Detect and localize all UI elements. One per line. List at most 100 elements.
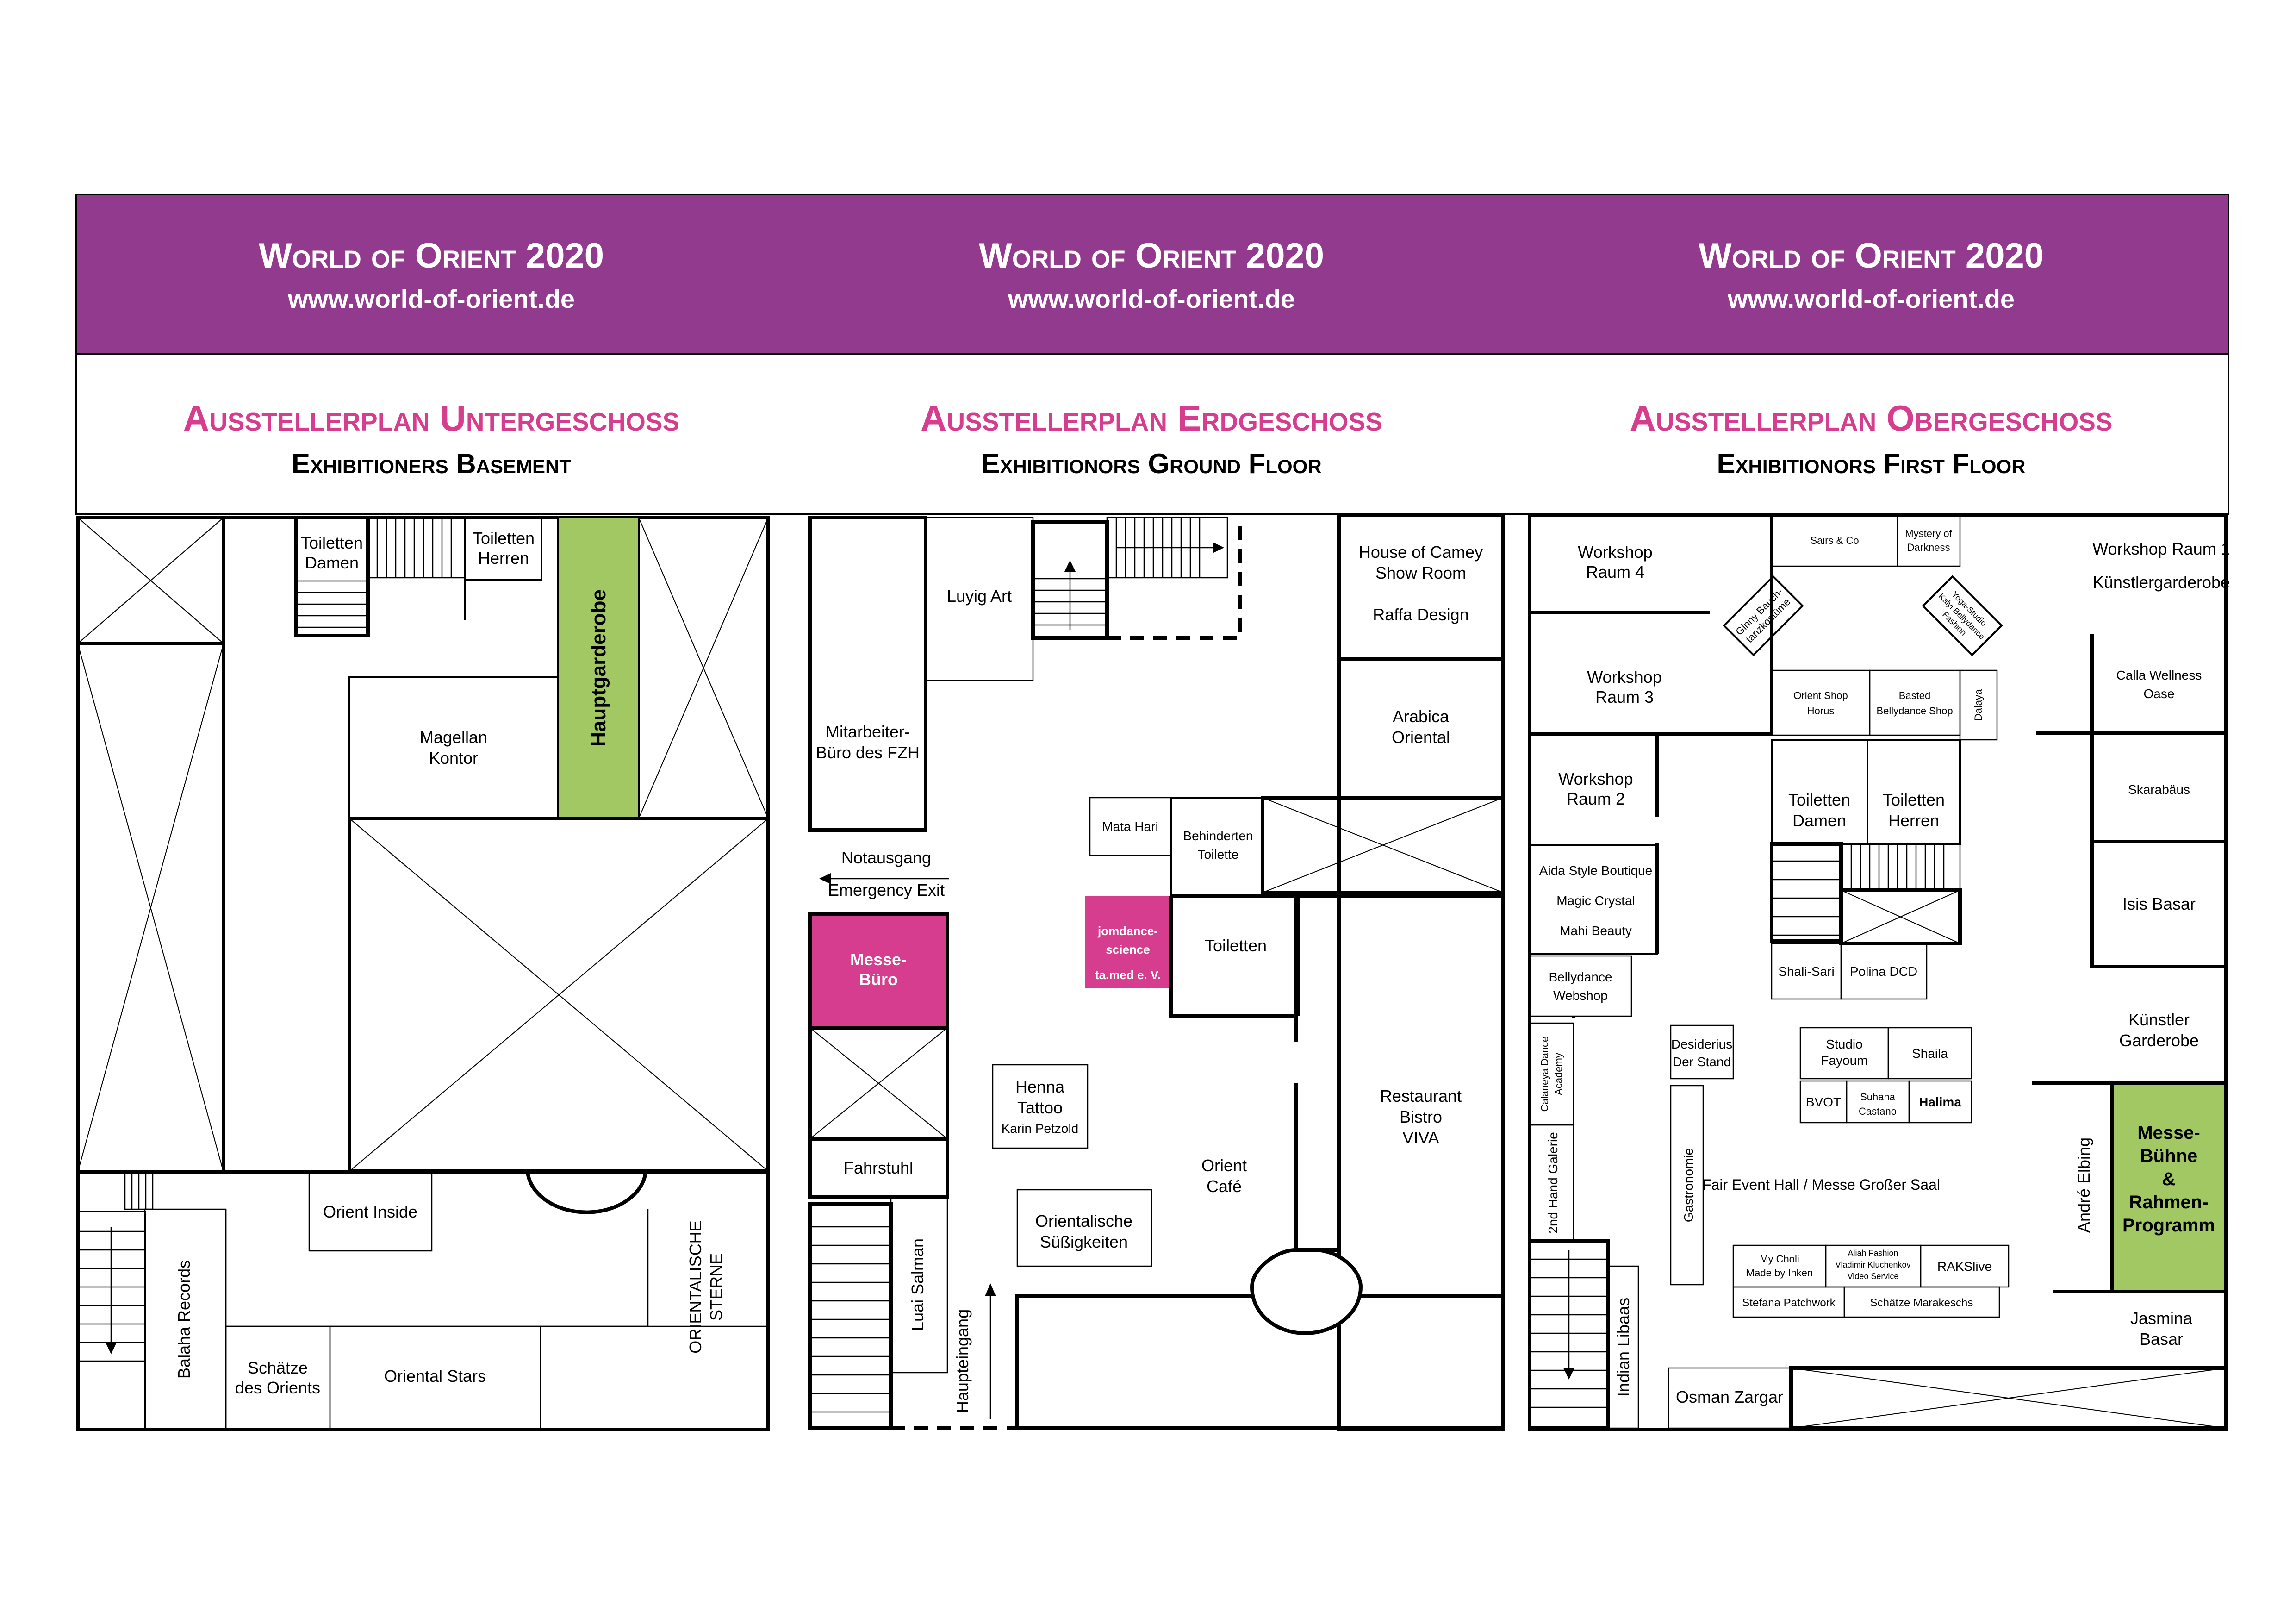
room-label: science bbox=[1106, 943, 1150, 956]
room-label: Vladimir Kluchenkov bbox=[1835, 1260, 1910, 1269]
room-label: Indian Libaas bbox=[1614, 1298, 1633, 1397]
room-label: House of Camey bbox=[1359, 543, 1483, 562]
room-label: ta.med e. V. bbox=[1095, 968, 1161, 982]
basement-title-en: Exhibitioners Basement bbox=[292, 448, 571, 479]
ground-floor-plan: Mitarbeiter- Büro des FZH Luyig Art Hous… bbox=[808, 513, 1505, 1431]
room-label: Büro bbox=[859, 970, 898, 989]
room-label: Der Stand bbox=[1673, 1055, 1731, 1069]
room-label: Magic Crystal bbox=[1556, 893, 1635, 908]
room-label: Mitarbeiter- bbox=[826, 722, 910, 741]
basement-plan: Toiletten Damen Toiletten Herren Hauptga… bbox=[76, 516, 770, 1431]
room-label: Damen bbox=[305, 553, 359, 572]
room-label: Skarabäus bbox=[2128, 782, 2190, 797]
room-label: Aida Style Boutique bbox=[1539, 863, 1652, 878]
header-col-2: World of Orient 2020 www.world-of-orient… bbox=[921, 236, 1382, 479]
header-url: www.world-of-orient.de bbox=[1008, 284, 1295, 313]
room-label: Bellydance Shop bbox=[1876, 705, 1953, 717]
room-label: RAKSlive bbox=[1937, 1259, 1992, 1274]
room-label: Mata Hari bbox=[1102, 819, 1158, 834]
stairs bbox=[78, 1227, 145, 1362]
room-label: Orient bbox=[1201, 1156, 1247, 1175]
room-label: Darkness bbox=[1907, 542, 1950, 553]
room-label: Künstlergarderobe bbox=[2093, 573, 2230, 592]
room-label: Kontor bbox=[429, 749, 478, 768]
room-label: Tattoo bbox=[1017, 1098, 1063, 1117]
room-label: Aliah Fashion bbox=[1848, 1249, 1898, 1258]
room-label: Video Service bbox=[1848, 1272, 1899, 1281]
room-label: Toilette bbox=[1198, 847, 1239, 862]
room-label: Calla Wellness bbox=[2116, 668, 2202, 682]
ground-title-de: Ausstellerplan Erdgeschoss bbox=[921, 398, 1382, 438]
room-label: Desiderius bbox=[1671, 1037, 1732, 1051]
room-label: Magellan bbox=[420, 728, 487, 747]
room-label: Calaneya Dance bbox=[1539, 1037, 1550, 1112]
room-label: Café bbox=[1207, 1177, 1242, 1196]
room-label: Toiletten bbox=[473, 529, 535, 548]
room-label: Herren bbox=[1888, 811, 1939, 830]
room-label: Oriental Stars bbox=[384, 1367, 486, 1386]
emergency-exit-label: Notausgang bbox=[841, 848, 931, 867]
room-label: Oriental bbox=[1392, 728, 1450, 747]
room-label: Horus bbox=[1807, 705, 1835, 717]
room-label: Arabica bbox=[1393, 707, 1450, 726]
room-label: Orient Inside bbox=[323, 1202, 417, 1221]
room-label: Fahrstuhl bbox=[844, 1158, 913, 1177]
room-label: Isis Basar bbox=[2122, 894, 2196, 913]
room-label: Raum 2 bbox=[1567, 789, 1625, 808]
room-label: Halima bbox=[1919, 1095, 1961, 1109]
header-col-1: World of Orient 2020 www.world-of-orient… bbox=[183, 236, 679, 479]
room-label: Karin Petzold bbox=[1002, 1121, 1079, 1136]
room-label: Mahi Beauty bbox=[1560, 924, 1632, 938]
header-title: World of Orient 2020 bbox=[979, 236, 1324, 275]
room-label: Toiletten bbox=[1883, 790, 1945, 809]
room-label: Dalaya bbox=[1972, 689, 1984, 721]
room-label: Künstler bbox=[2128, 1010, 2190, 1029]
hauptgarderobe-label: Hauptgarderobe bbox=[587, 589, 610, 747]
room-label: Academy bbox=[1553, 1053, 1564, 1095]
room-label: Raum 4 bbox=[1586, 562, 1644, 581]
room-label: Herren bbox=[478, 549, 529, 568]
room-label: Shaila bbox=[1912, 1046, 1948, 1061]
room-label: Sairs & Co bbox=[1810, 535, 1859, 546]
room-label: Stefana Patchwork bbox=[1742, 1297, 1836, 1309]
room-label: Castano bbox=[1859, 1106, 1897, 1117]
subtitle-band bbox=[75, 353, 2229, 515]
room-label: Show Room bbox=[1375, 563, 1466, 582]
first-title-en: Exhibitionors First Floor bbox=[1717, 448, 2025, 479]
room-label: Henna bbox=[1015, 1077, 1065, 1096]
stage-label: Programm bbox=[2122, 1215, 2215, 1236]
stage-label: Bühne bbox=[2140, 1146, 2197, 1166]
ground-title-en: Exhibitionors Ground Floor bbox=[981, 448, 1321, 479]
room-label: André Elbing bbox=[2074, 1137, 2093, 1233]
room-label: Garderobe bbox=[2119, 1031, 2199, 1050]
room-label: 2nd Hand Galerie bbox=[1546, 1132, 1560, 1233]
first-title-de: Ausstellerplan Obergeschoss bbox=[1630, 398, 2112, 438]
stage-label: Messe- bbox=[2137, 1123, 2200, 1143]
room-label: Süßigkeiten bbox=[1040, 1232, 1128, 1251]
room-label: Webshop bbox=[1553, 988, 1608, 1003]
room-label: Basar bbox=[2140, 1330, 2183, 1349]
header-col-3: World of Orient 2020 www.world-of-orient… bbox=[1630, 236, 2112, 479]
room-label: des Orients bbox=[235, 1378, 320, 1397]
header-band bbox=[75, 194, 2229, 355]
room-label: Osman Zargar bbox=[1676, 1387, 1783, 1406]
room-label: Büro des FZH bbox=[816, 743, 920, 762]
room-label: Polina DCD bbox=[1850, 964, 1917, 979]
header-title: World of Orient 2020 bbox=[259, 236, 604, 275]
room-label: Toiletten bbox=[1788, 790, 1850, 809]
entrance-label: Haupteingang bbox=[953, 1309, 972, 1413]
room-label: Toiletten bbox=[301, 533, 363, 552]
room-label: Schätze bbox=[248, 1358, 308, 1377]
basement-title-de: Ausstellerplan Untergeschoss bbox=[183, 398, 679, 438]
room-label: STERNE bbox=[707, 1253, 726, 1321]
room-label: Gastronomie bbox=[1681, 1148, 1696, 1222]
room-label: Luai Salman bbox=[908, 1238, 927, 1331]
room-label: Messe- bbox=[850, 950, 907, 969]
room-label: Orientalische bbox=[1035, 1212, 1132, 1230]
stage-label: & bbox=[2162, 1169, 2176, 1189]
room-label: Suhana bbox=[1860, 1091, 1896, 1103]
room-label: Orient Shop bbox=[1793, 690, 1848, 701]
room-label: Studio bbox=[1826, 1037, 1862, 1051]
hall-label: Fair Event Hall / Messe Großer Saal bbox=[1702, 1176, 1940, 1193]
room-label: Jasmina bbox=[2130, 1309, 2193, 1328]
